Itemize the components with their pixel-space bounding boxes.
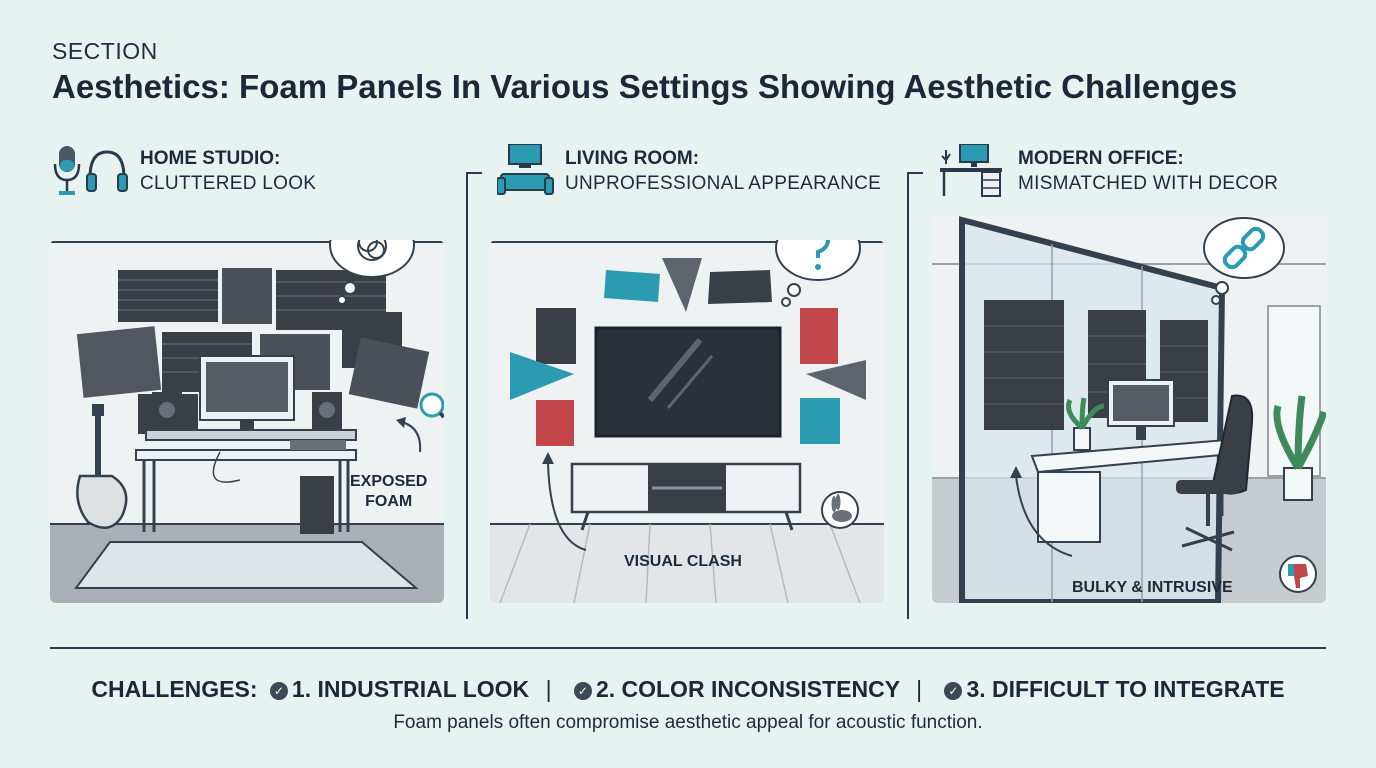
setting-modern-office-header: MODERN OFFICE: MISMATCHED WITH DECOR (940, 144, 1320, 204)
page-title: Aesthetics: Foam Panels In Various Setti… (52, 68, 1238, 105)
headphones-icon (86, 150, 128, 192)
callout-exposed: EXPOSED (350, 473, 428, 490)
column-divider (907, 172, 909, 619)
setting-subtitle: UNPROFESSIONAL APPEARANCE (565, 173, 882, 194)
setting-title: LIVING ROOM: (565, 148, 700, 169)
setting-title: MODERN OFFICE: (1018, 148, 1184, 169)
desk-icon (940, 150, 1002, 197)
rabbit-icon (821, 491, 859, 529)
television (594, 326, 782, 438)
office-chair (1176, 394, 1254, 552)
setting-subtitle: CLUTTERED LOOK (140, 173, 317, 194)
callout-label: EXPOSED FOAM (350, 472, 427, 512)
challenges-row: CHALLENGES: ✓1. INDUSTRIAL LOOK | ✓2. CO… (0, 676, 1376, 703)
callout-foam: FOAM (365, 493, 413, 510)
column-divider (466, 172, 468, 619)
challenge-item: 3. DIFFICULT TO INTEGRATE (966, 676, 1285, 702)
foam-panels (510, 258, 866, 446)
question-mark-icon (808, 240, 831, 270)
microphone-icon (53, 146, 81, 195)
summary-text: Foam panels often compromise aesthetic a… (393, 712, 983, 733)
guitar (76, 404, 128, 529)
sofa-icon (497, 173, 554, 195)
setting-subtitle: MISMATCHED WITH DECOR (1018, 173, 1279, 194)
modern-office-scene: BULKY & INTRUSIVE (932, 216, 1326, 603)
callout-label: VISUAL CLASH (624, 553, 742, 570)
tv-icon (508, 144, 542, 168)
rug (74, 541, 419, 589)
thumbs-down-icon (1279, 555, 1317, 593)
challenge-item: 2. COLOR INCONSISTENCY (595, 676, 900, 702)
check-icon: ✓ (269, 682, 288, 700)
challenge-separator: | (916, 676, 923, 702)
plant (1066, 395, 1326, 501)
thought-bubble (1203, 217, 1285, 305)
broken-link-icon (1222, 226, 1266, 270)
section-label: SECTION (52, 38, 158, 64)
footer-divider (50, 647, 1326, 649)
column-divider-top (907, 172, 923, 174)
challenge-separator: | (545, 676, 552, 702)
thought-bubble (775, 240, 861, 307)
setting-title: HOME STUDIO: (140, 148, 281, 169)
setting-home-studio-header: HOME STUDIO: CLUTTERED LOOK (52, 144, 452, 204)
foam-panels (984, 300, 1208, 430)
monitor-icon (959, 144, 989, 167)
studio-desk (135, 355, 357, 534)
setting-living-room-header: LIVING ROOM: UNPROFESSIONAL APPEARANCE (497, 144, 897, 204)
challenges-label: CHALLENGES: (91, 676, 258, 702)
tv-stand (570, 462, 802, 531)
thought-bubble (329, 240, 415, 305)
column-divider-top (466, 172, 482, 174)
tangled-scribble-icon (357, 240, 387, 261)
check-icon: ✓ (944, 682, 963, 700)
check-icon: ✓ (573, 682, 592, 700)
office-desk (1030, 379, 1234, 543)
home-studio-scene: EXPOSED FOAM (50, 240, 444, 603)
magnifier-icon (419, 392, 444, 419)
challenge-item: 1. INDUSTRIAL LOOK (291, 676, 530, 702)
living-room-scene: VISUAL CLASH (490, 240, 884, 603)
callout-label: BULKY & INTRUSIVE (1072, 579, 1233, 596)
